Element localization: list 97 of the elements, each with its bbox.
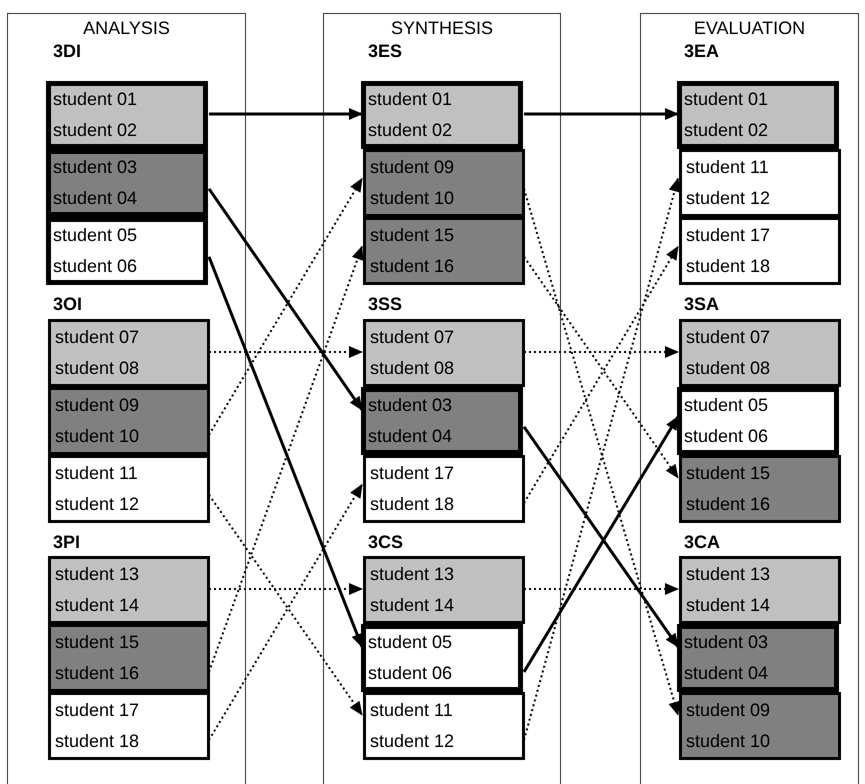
student-name: student 10 — [369, 187, 456, 210]
student-name: student 01 — [367, 88, 454, 111]
student-name: student 13 — [685, 563, 772, 586]
group-label: 3OI — [53, 294, 82, 315]
column-heading: ANALYSIS — [82, 18, 171, 39]
student-name: student 16 — [369, 255, 456, 278]
student-name: student 15 — [685, 462, 772, 485]
student-name: student 14 — [369, 594, 456, 617]
group-label: 3EA — [684, 41, 720, 62]
student-name: student 07 — [685, 326, 772, 349]
stage-column — [323, 13, 561, 784]
student-name: student 05 — [683, 394, 770, 417]
student-name: student 18 — [369, 493, 456, 516]
student-pair-box — [363, 217, 525, 285]
student-name: student 02 — [52, 119, 138, 142]
student-name: student 02 — [367, 119, 454, 142]
student-name: student 15 — [54, 631, 140, 654]
student-name: student 07 — [54, 326, 140, 349]
student-name: student 13 — [54, 563, 140, 586]
student-name: student 09 — [54, 394, 140, 417]
student-name: student 08 — [54, 357, 140, 380]
student-name: student 16 — [685, 493, 772, 516]
student-name: student 13 — [369, 563, 456, 586]
student-pair-box — [679, 455, 841, 523]
student-name: student 12 — [54, 493, 140, 516]
student-pair-box — [677, 624, 839, 692]
student-name: student 11 — [54, 462, 139, 485]
stage-column — [640, 13, 859, 784]
student-name: student 08 — [685, 357, 772, 380]
student-name: student 02 — [683, 119, 770, 142]
student-name: student 04 — [683, 662, 770, 685]
group-label: 3SA — [684, 294, 720, 315]
student-pair-box — [363, 149, 525, 217]
student-pair-box — [677, 81, 839, 149]
student-name: student 04 — [367, 425, 454, 448]
student-pair-box — [361, 81, 523, 149]
student-name: student 05 — [52, 224, 138, 247]
student-name: student 16 — [54, 662, 140, 685]
student-pair-box — [48, 556, 210, 624]
arrow — [524, 108, 679, 120]
student-name: student 05 — [367, 631, 454, 654]
student-name: student 11 — [685, 156, 770, 179]
student-name: student 14 — [54, 594, 140, 617]
student-name: student 14 — [685, 594, 772, 617]
student-pair-box — [48, 692, 210, 760]
student-name: student 11 — [369, 699, 454, 722]
group-label: 3SS — [368, 294, 402, 315]
student-name: student 06 — [367, 662, 454, 685]
student-name: student 12 — [369, 730, 456, 753]
group-label: 3PI — [53, 532, 80, 553]
student-pair-box — [679, 319, 841, 387]
student-pair-box — [679, 692, 841, 760]
student-name: student 17 — [685, 224, 772, 247]
student-name: student 10 — [54, 425, 140, 448]
student-name: student 01 — [52, 88, 138, 111]
student-name: student 09 — [685, 699, 772, 722]
student-pair-box — [46, 81, 208, 149]
student-pair-box — [679, 556, 841, 624]
group-label: 3CA — [684, 532, 720, 553]
student-name: student 18 — [54, 730, 140, 753]
student-pair-box — [48, 624, 210, 692]
student-pair-box — [679, 149, 841, 217]
student-pair-box — [48, 455, 210, 523]
student-name: student 04 — [52, 187, 138, 210]
student-pair-box — [363, 455, 525, 523]
student-name: student 03 — [367, 394, 454, 417]
column-heading: EVALUATION — [692, 18, 806, 39]
student-pair-box — [361, 387, 523, 455]
student-name: student 03 — [52, 156, 138, 179]
student-name: student 17 — [369, 462, 456, 485]
student-pair-box — [46, 217, 208, 285]
group-label: 3CS — [368, 532, 404, 553]
student-name: student 08 — [369, 357, 456, 380]
student-pair-box — [679, 217, 841, 285]
stage-column — [7, 13, 246, 784]
student-pair-box — [48, 387, 210, 455]
student-pair-box — [677, 387, 839, 455]
student-pair-box — [363, 556, 525, 624]
student-name: student 15 — [369, 224, 456, 247]
student-name: student 06 — [52, 255, 138, 278]
student-name: student 10 — [685, 730, 772, 753]
student-name: student 06 — [683, 425, 770, 448]
group-label: 3DI — [53, 41, 82, 62]
student-name: student 18 — [685, 255, 772, 278]
student-name: student 07 — [369, 326, 456, 349]
arrow — [209, 108, 363, 120]
student-pair-box — [363, 692, 525, 760]
student-name: student 09 — [369, 156, 456, 179]
student-name: student 17 — [54, 699, 140, 722]
student-name: student 03 — [683, 631, 770, 654]
column-heading: SYNTHESIS — [390, 18, 494, 39]
group-label: 3ES — [368, 41, 402, 62]
student-pair-box — [363, 319, 525, 387]
student-pair-box — [361, 624, 523, 692]
student-pair-box — [48, 319, 210, 387]
student-name: student 01 — [683, 88, 770, 111]
student-name: student 12 — [685, 187, 772, 210]
